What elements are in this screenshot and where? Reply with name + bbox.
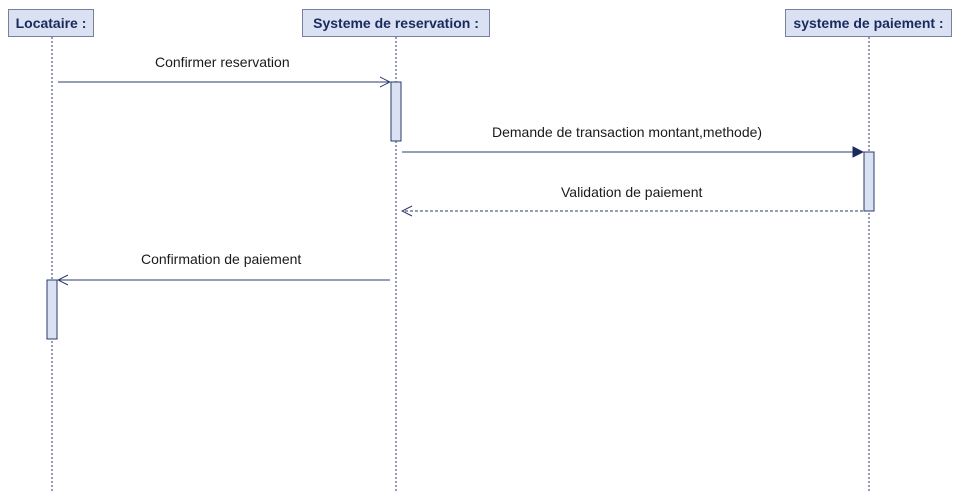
activation-bar-paiement [863, 151, 875, 212]
message-label-confirmation-paiement: Confirmation de paiement [141, 251, 302, 267]
lifeline-header-systeme-reservation[interactable]: Systeme de reservation : [302, 9, 490, 37]
message-label-confirmer-reservation: Confirmer reservation [155, 54, 290, 70]
lifeline-header-systeme-paiement[interactable]: systeme de paiement : [785, 9, 952, 37]
activation-bar-reservation [390, 81, 402, 142]
activation-bar-locataire [46, 279, 58, 340]
lifeline-header-locataire[interactable]: Locataire : [8, 9, 94, 37]
message-label-validation-paiement: Validation de paiement [561, 184, 703, 200]
message-label-demande-transaction: Demande de transaction montant,methode) [492, 124, 763, 140]
